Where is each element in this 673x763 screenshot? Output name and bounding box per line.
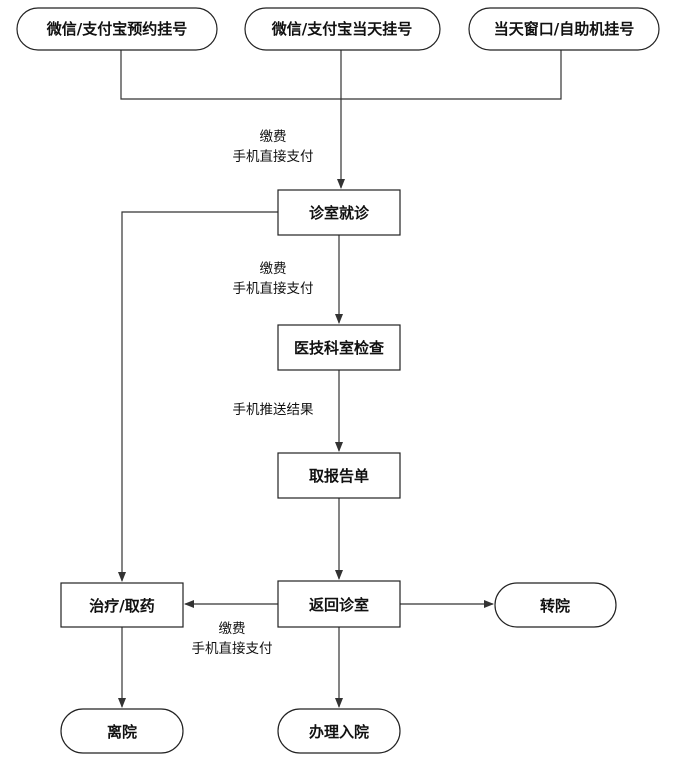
node-wechat-alipay-appointment: 微信/支付宝预约挂号 [16, 7, 218, 51]
node-return-consultation: 返回诊室 [277, 580, 401, 628]
node-label: 诊室就诊 [309, 204, 370, 222]
node-leave-hospital: 离院 [60, 708, 184, 754]
node-get-report: 取报告单 [277, 452, 401, 499]
node-label: 医技科室检查 [294, 339, 385, 357]
node-label: 微信/支付宝当天挂号 [271, 20, 412, 38]
edge-label-mobile-pay: 手机直接支付 [192, 640, 273, 657]
node-label: 取报告单 [309, 467, 369, 485]
edge-label-push-result: 手机推送结果 [233, 402, 314, 418]
node-wechat-alipay-same-day: 微信/支付宝当天挂号 [244, 7, 441, 51]
edge-label-mobile-pay: 手机直接支付 [233, 148, 314, 165]
node-window-selfservice-same-day: 当天窗口/自助机挂号 [468, 7, 660, 51]
node-label: 办理入院 [309, 723, 369, 741]
edge-label-pay: 缴费 [219, 621, 246, 637]
edge-label-pay: 缴费 [260, 261, 287, 277]
node-label: 离院 [107, 723, 137, 741]
node-label: 微信/支付宝预约挂号 [46, 20, 187, 38]
arrow-consultation-to-treatment [118, 211, 278, 582]
connectors [118, 50, 562, 708]
node-label: 治疗/取药 [89, 597, 154, 615]
node-treatment-medicine: 治疗/取药 [60, 582, 184, 628]
node-admission: 办理入院 [277, 708, 401, 754]
node-label: 转院 [540, 597, 570, 615]
node-label: 当天窗口/自助机挂号 [494, 20, 634, 38]
node-transfer-hospital: 转院 [494, 582, 617, 628]
edge-labels: 缴费 手机直接支付 缴费 手机直接支付 手机推送结果 缴费 手机直接支付 [192, 129, 314, 657]
edge-label-pay: 缴费 [260, 129, 287, 145]
node-consultation: 诊室就诊 [277, 189, 401, 236]
node-label: 返回诊室 [309, 596, 369, 614]
edge-label-mobile-pay: 手机直接支付 [233, 280, 314, 297]
node-medical-tech-exam: 医技科室检查 [277, 324, 401, 371]
